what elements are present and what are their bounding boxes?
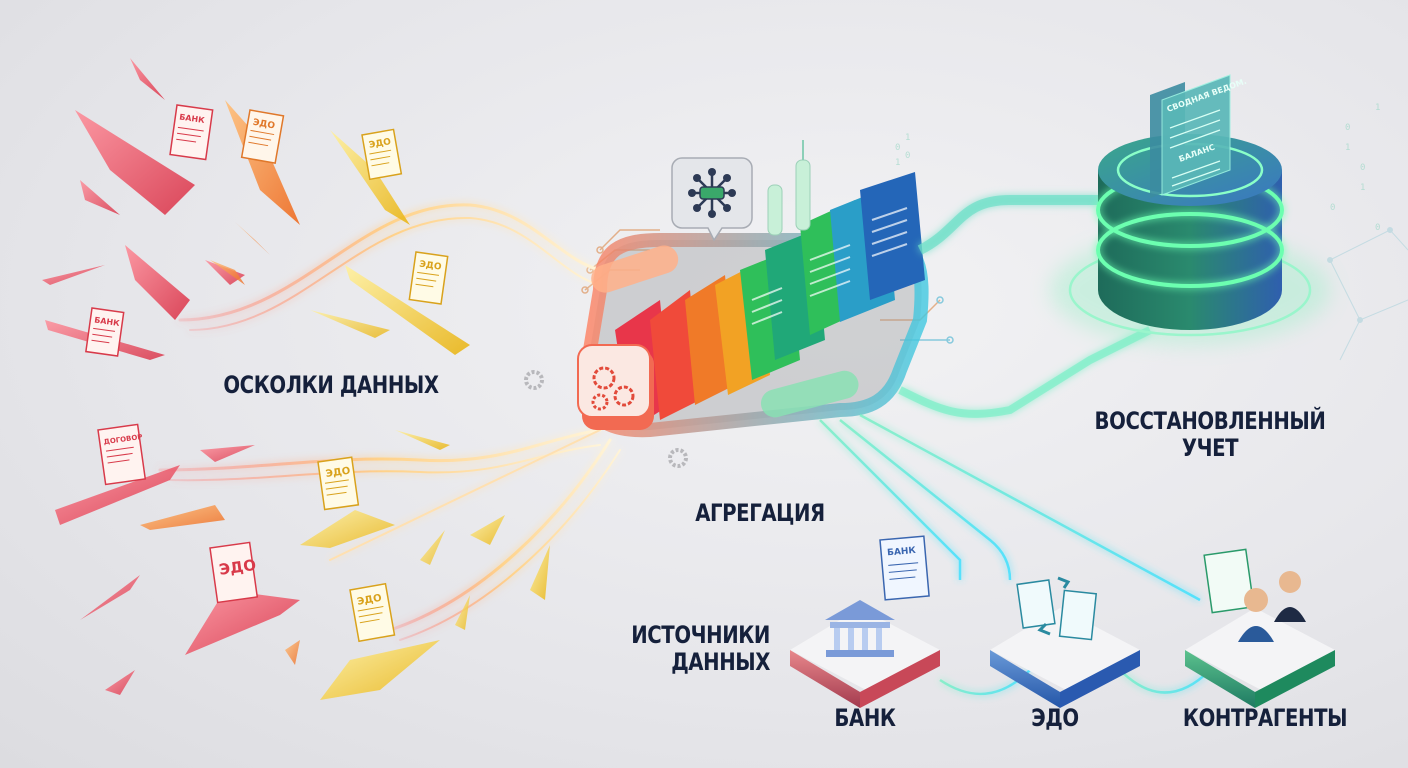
svg-text:1: 1 [1345,143,1350,153]
hub-network-icon [671,157,753,242]
counterparties-label: КОНТРАГЕНТЫ [1182,704,1348,732]
svg-text:1: 1 [1360,183,1365,193]
svg-text:БАНК: БАНК [179,112,206,125]
svg-text:0: 0 [1360,163,1365,173]
sources-label-line1: ИСТОЧНИКИ [631,621,770,649]
svg-text:ЭДО: ЭДО [252,118,276,132]
data-streams [158,203,621,641]
document-icon: ЭДО [209,541,259,604]
restored-accounting-label: ВОССТАНОВЛЕННЫЙ УЧЕТ [1087,408,1333,462]
aggregation-label: АГРЕГАЦИЯ [695,499,825,527]
svg-text:1: 1 [1375,103,1380,113]
svg-text:0: 0 [895,143,900,153]
source-bank: БАНК [790,535,940,708]
restored-label-line1: ВОССТАНОВЛЕННЫЙ [1094,407,1326,435]
svg-text:ЭДО: ЭДО [368,137,392,151]
people-icon [1238,571,1306,642]
document-icon: БАНК [169,104,214,161]
svg-text:ЭДО: ЭДО [356,593,382,608]
svg-text:0: 0 [1345,123,1350,133]
edo-label: ЭДО [1031,704,1079,732]
svg-text:0: 0 [1375,223,1380,233]
data-shards [42,58,550,700]
bank-label: БАНК [834,704,896,732]
database-icon: СВОДНАЯ ВЕДОМ. БАЛАНС [1050,74,1330,345]
source-edo [990,576,1140,708]
svg-text:БАНК: БАНК [887,546,917,559]
gears-icon [577,344,654,430]
network-lines [1327,227,1408,361]
document-icon: ЭДО [240,109,285,165]
document-icon: БАНК [879,535,930,601]
svg-text:1: 1 [905,133,910,143]
document-icon: ДОГОВОР [97,423,147,486]
restored-label-line2: УЧЕТ [1181,433,1239,462]
data-sources-label: ИСТОЧНИКИ ДАННЫХ [606,622,770,676]
svg-text:ЭДО: ЭДО [218,556,257,579]
document-icon: ЭДО [317,456,360,511]
svg-text:0: 0 [905,151,910,161]
svg-text:ЭДО: ЭДО [419,260,443,273]
shards-label: ОСКОЛКИ ДАННЫХ [223,371,439,399]
document-icon: БАНК [85,307,125,357]
sources-label-line2: ДАННЫХ [671,647,770,676]
svg-text:0: 0 [1330,203,1335,213]
document-icon: ЭДО [349,582,396,643]
shard-documents: БАНК ЭДО ЭДО ЭДО БАНК ДОГОВОР ЭДО ЭДО ЭД… [85,104,449,643]
document-exchange-icon [1016,576,1098,641]
svg-text:ЭДО: ЭДО [325,466,351,480]
svg-text:БАНК: БАНК [94,315,121,328]
document-icon: ЭДО [408,251,449,305]
bank-building-icon [825,600,895,657]
svg-text:1: 1 [895,158,900,168]
source-counterparties [1185,548,1335,708]
aggregation-machine [524,140,929,468]
source-connections [819,413,1211,696]
output-pipes [898,195,1152,418]
document-icon: ЭДО [361,128,403,181]
